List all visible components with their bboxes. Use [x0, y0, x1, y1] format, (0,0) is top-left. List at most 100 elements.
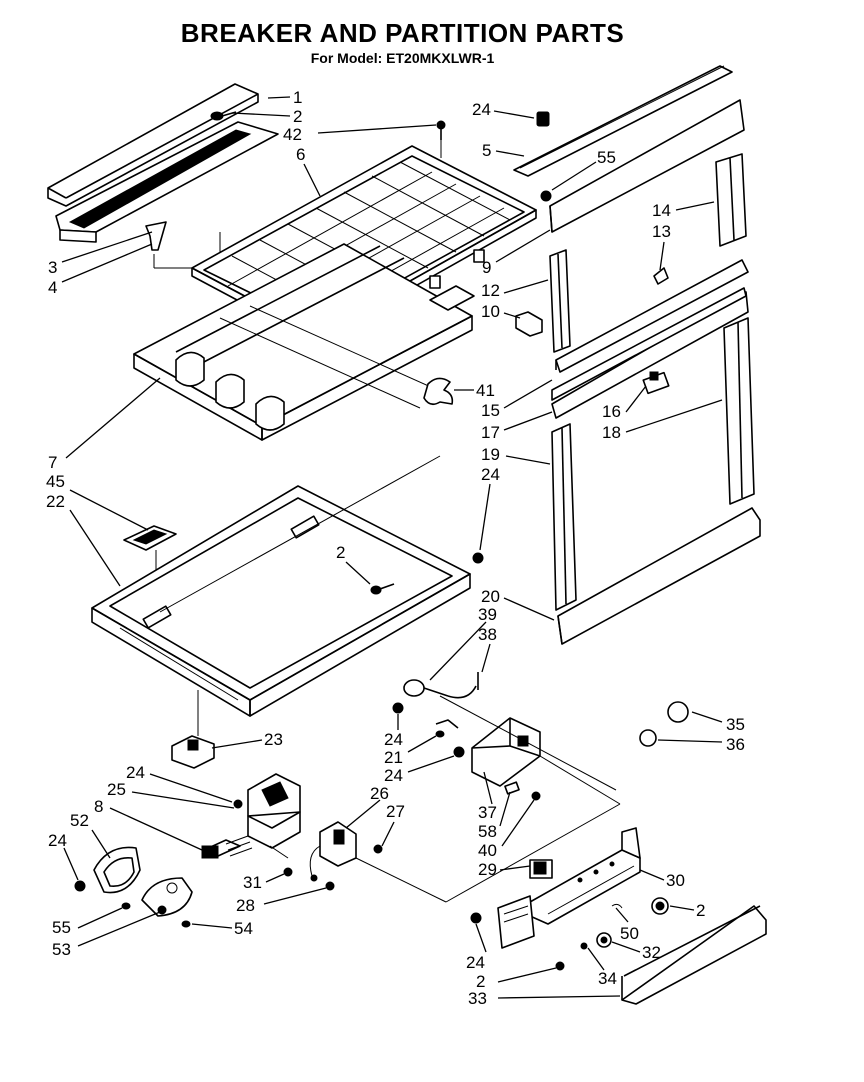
- part-53-plate: [141, 877, 193, 917]
- callout-17: 17: [481, 423, 500, 442]
- part-23-switch: [171, 690, 215, 769]
- callout-52: 52: [70, 811, 89, 830]
- part-5-top-rail: [513, 65, 733, 177]
- callout-6: 6: [296, 145, 305, 164]
- callout-24-g: 24: [466, 953, 485, 972]
- callout-55-a: 55: [597, 148, 616, 167]
- part-1-top-cap: [47, 83, 259, 207]
- callout-58: 58: [478, 822, 497, 841]
- diagram-title: BREAKER AND PARTITION PARTS: [180, 18, 625, 48]
- callout-53: 53: [52, 940, 71, 959]
- callout-8: 8: [94, 797, 103, 816]
- callout-33: 33: [468, 989, 487, 1008]
- part-24-nut-mid: [472, 552, 484, 564]
- part-7-breaker-frame: [133, 243, 475, 441]
- part-25-bracket: [233, 773, 301, 849]
- callout-38: 38: [478, 625, 497, 644]
- part-10-bracket: [515, 311, 543, 337]
- part-18-post: [723, 317, 755, 505]
- part-13-clip: [653, 267, 669, 285]
- screw-28: [310, 874, 335, 891]
- callout-54: 54: [234, 919, 253, 938]
- screw-54: [181, 920, 191, 928]
- callout-18: 18: [602, 423, 621, 442]
- part-24-nut-a: [392, 702, 404, 714]
- part-19-post: [551, 423, 577, 611]
- screw-42: [436, 120, 446, 158]
- callout-2-b: 2: [336, 543, 345, 562]
- screw-40: [531, 791, 541, 801]
- part-34-box: [497, 895, 535, 949]
- callout-labels: 1 2 42 6 3 4 24 5 55 14 13 9 12 10 41 15: [46, 88, 745, 1008]
- part-15-rail: [555, 259, 749, 373]
- callout-19: 19: [481, 445, 500, 464]
- part-24-nut-left: [74, 880, 86, 892]
- callout-15: 15: [481, 401, 500, 420]
- callout-24-d: 24: [384, 766, 403, 785]
- callout-5: 5: [482, 141, 491, 160]
- part-16-clip: [642, 371, 670, 395]
- part-24-nut-lower: [470, 912, 482, 924]
- callout-24-c: 24: [384, 730, 403, 749]
- callout-24-e: 24: [126, 763, 145, 782]
- callout-26: 26: [370, 784, 389, 803]
- callout-25: 25: [107, 780, 126, 799]
- callout-4: 4: [48, 278, 57, 297]
- callout-41: 41: [476, 381, 495, 400]
- screw-27: [373, 844, 383, 854]
- screw-2-mid: [370, 583, 395, 595]
- callout-20: 20: [481, 587, 500, 606]
- screw-55-top: [540, 190, 552, 202]
- part-50-clip: [611, 903, 623, 909]
- callout-30: 30: [666, 871, 685, 890]
- callout-2: 2: [293, 107, 302, 126]
- screw-2-lower: [283, 867, 293, 877]
- callout-40: 40: [478, 841, 497, 860]
- part-9-partition: [549, 99, 745, 233]
- part-41-hinge: [423, 377, 454, 406]
- callout-23: 23: [264, 730, 283, 749]
- callout-3: 3: [48, 258, 57, 277]
- part-32-knob: [596, 932, 612, 948]
- part-12-post: [549, 249, 571, 353]
- callout-16: 16: [602, 402, 621, 421]
- callout-35: 35: [726, 715, 745, 734]
- screw-2-top: [210, 111, 237, 121]
- part-14-post: [715, 153, 747, 247]
- screw-55-lower: [121, 902, 131, 910]
- connector-lines: [269, 755, 621, 903]
- part-39-38-wire: [403, 672, 479, 729]
- callout-2-d: 2: [476, 972, 485, 991]
- part-37-housing: [439, 695, 617, 791]
- part-24-clip-top: [536, 111, 550, 127]
- model-subtitle: For Model: ET20MKXLWR-1: [310, 50, 495, 66]
- part-20-bottom-rail: [557, 507, 761, 645]
- callout-55-b: 55: [52, 918, 71, 937]
- callout-1: 1: [293, 88, 302, 107]
- callout-45: 45: [46, 472, 65, 491]
- callout-27: 27: [386, 802, 405, 821]
- part-8-terminal: [201, 835, 253, 859]
- part-29-switch: [529, 859, 553, 879]
- part-33-trim: [621, 905, 767, 1005]
- callout-21: 21: [384, 748, 403, 767]
- callout-36: 36: [726, 735, 745, 754]
- part-52-bezel: [93, 846, 141, 894]
- screw-21: [435, 730, 445, 738]
- part-35-36-bulb: [639, 701, 689, 747]
- callout-39: 39: [478, 605, 497, 624]
- callout-10: 10: [481, 302, 500, 321]
- callout-29: 29: [478, 860, 497, 879]
- part-22-pan: [91, 455, 471, 717]
- callout-14: 14: [652, 201, 671, 220]
- part-24-nut-c: [453, 746, 465, 758]
- callout-32: 32: [642, 943, 661, 962]
- part-3-channel: [55, 121, 279, 243]
- part-17-rail: [551, 287, 749, 419]
- callout-37: 37: [478, 803, 497, 822]
- callout-22: 22: [46, 492, 65, 511]
- callout-13: 13: [652, 222, 671, 241]
- callout-7: 7: [48, 453, 57, 472]
- part-58-spacer: [504, 781, 520, 795]
